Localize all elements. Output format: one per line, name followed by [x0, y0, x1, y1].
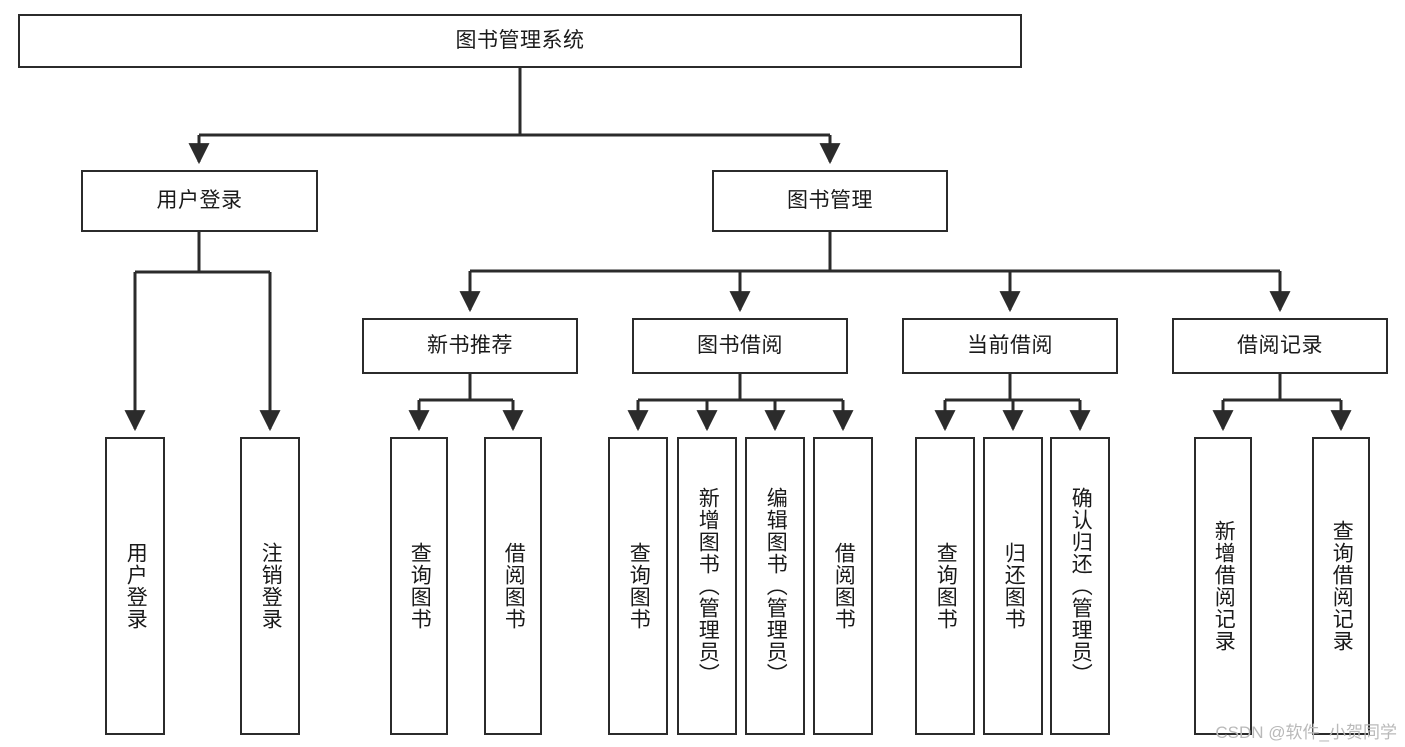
node-leaf-confirm-return-admin[interactable]: 确认归还（管理员）	[1050, 437, 1110, 735]
node-leaf-user-login[interactable]: 用户登录	[105, 437, 165, 735]
node-leaf-borrow-book-newbook[interactable]: 借阅图书	[484, 437, 542, 735]
node-leaf-query-book-newbook-label: 查询图书	[408, 542, 432, 630]
node-level3-new-book-recommend-label: 新书推荐	[427, 334, 513, 358]
node-root[interactable]: 图书管理系统	[18, 14, 1022, 68]
node-level2-book-management[interactable]: 图书管理	[712, 170, 948, 232]
node-leaf-borrow-book-newbook-label: 借阅图书	[502, 542, 526, 630]
node-level3-new-book-recommend[interactable]: 新书推荐	[362, 318, 578, 374]
node-level3-current-borrow[interactable]: 当前借阅	[902, 318, 1118, 374]
node-level3-book-borrow-label: 图书借阅	[697, 334, 783, 358]
node-leaf-logout-label: 注销登录	[259, 542, 283, 630]
node-leaf-query-book-current[interactable]: 查询图书	[915, 437, 975, 735]
node-leaf-logout[interactable]: 注销登录	[240, 437, 300, 735]
node-level3-book-borrow[interactable]: 图书借阅	[632, 318, 848, 374]
node-leaf-add-borrow-record-label: 新增借阅记录	[1212, 520, 1236, 652]
node-leaf-query-book-borrow[interactable]: 查询图书	[608, 437, 668, 735]
node-leaf-add-book-admin[interactable]: 新增图书（管理员）	[677, 437, 737, 735]
node-leaf-borrow-book[interactable]: 借阅图书	[813, 437, 873, 735]
node-leaf-edit-book-admin[interactable]: 编辑图书（管理员）	[745, 437, 805, 735]
node-leaf-query-book-newbook[interactable]: 查询图书	[390, 437, 448, 735]
node-level3-current-borrow-label: 当前借阅	[967, 334, 1053, 358]
node-leaf-add-borrow-record[interactable]: 新增借阅记录	[1194, 437, 1252, 735]
node-leaf-confirm-return-admin-label: 确认归还（管理员）	[1069, 487, 1093, 685]
node-leaf-add-book-admin-label: 新增图书（管理员）	[696, 487, 720, 685]
node-level2-book-management-label: 图书管理	[787, 189, 873, 213]
watermark-text: CSDN @软件_小贺同学	[1215, 723, 1397, 742]
node-leaf-borrow-book-label: 借阅图书	[832, 542, 856, 630]
node-leaf-user-login-label: 用户登录	[124, 542, 148, 630]
node-level2-user-login[interactable]: 用户登录	[81, 170, 318, 232]
node-leaf-query-borrow-record-label: 查询借阅记录	[1330, 520, 1354, 652]
node-level2-user-login-label: 用户登录	[156, 189, 243, 213]
node-root-label: 图书管理系统	[455, 29, 585, 53]
node-leaf-query-book-borrow-label: 查询图书	[627, 542, 651, 630]
node-leaf-edit-book-admin-label: 编辑图书（管理员）	[764, 487, 788, 685]
node-level3-borrow-record[interactable]: 借阅记录	[1172, 318, 1388, 374]
node-leaf-query-book-current-label: 查询图书	[934, 542, 958, 630]
node-leaf-return-book-label: 归还图书	[1002, 542, 1026, 630]
node-level3-borrow-record-label: 借阅记录	[1237, 334, 1323, 358]
node-leaf-return-book[interactable]: 归还图书	[983, 437, 1043, 735]
node-leaf-query-borrow-record[interactable]: 查询借阅记录	[1312, 437, 1370, 735]
